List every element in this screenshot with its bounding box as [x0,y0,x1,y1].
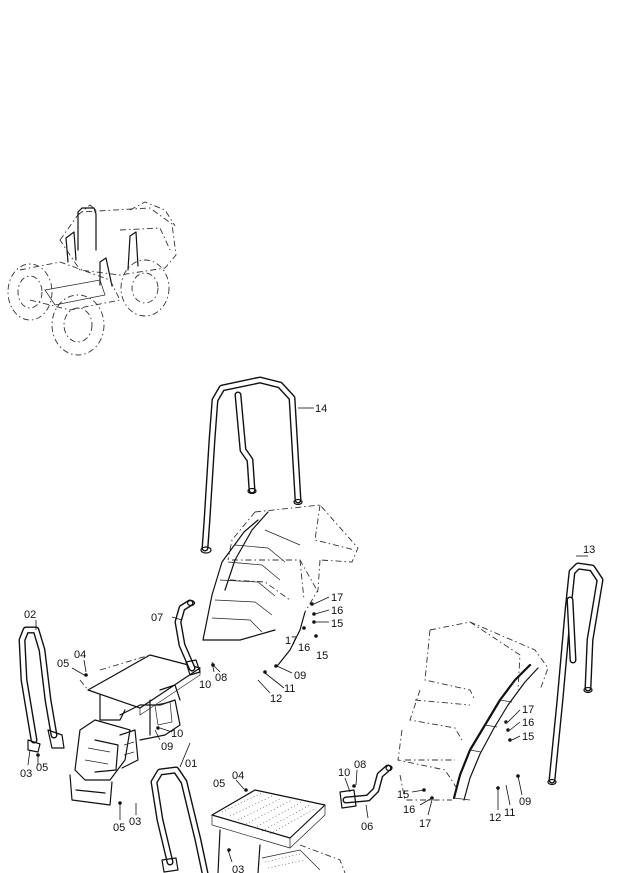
label-12a: 12 [270,693,282,705]
label-16d: 16 [403,804,415,816]
label-12b: 12 [489,812,501,824]
leader-lines [27,407,588,863]
label-17d: 17 [419,818,431,830]
label-10b: 10 [171,728,183,740]
handrail-02 [18,626,65,753]
label-06: 06 [361,821,373,833]
label-10c: 10 [338,767,350,779]
label-15a: 15 [331,618,343,630]
label-17b: 17 [285,635,297,647]
machine-overview-thumbnail [7,201,177,356]
label-03c: 03 [232,864,244,873]
label-15d: 15 [397,789,409,801]
label-05a: 05 [57,658,69,670]
bottom-step-plate [211,789,346,873]
handrail-13 [547,562,604,786]
label-09a: 09 [294,670,306,682]
label-05c: 05 [113,822,125,834]
label-04b: 04 [232,770,244,782]
label-17c: 17 [522,704,534,716]
label-05d: 05 [213,778,225,790]
part-labels: 14 13 02 07 17 16 15 17 16 15 09 11 12 1… [20,403,595,873]
label-16a: 16 [331,605,343,617]
label-03b: 03 [129,816,141,828]
label-04a: 04 [74,649,86,661]
left-platform-assembly [69,654,201,806]
label-09b: 09 [161,741,173,753]
label-17a: 17 [331,592,343,604]
label-09c: 09 [519,796,531,808]
rear-cab-step-assembly [202,504,359,666]
label-10a: 10 [199,679,211,691]
label-01: 01 [185,758,197,770]
label-15c: 15 [522,731,534,743]
label-13: 13 [583,544,595,556]
label-08a: 08 [215,672,227,684]
label-16c: 16 [522,717,534,729]
right-cab-step-assembly [397,621,549,801]
label-11a: 11 [284,683,295,695]
handrail-01 [150,766,209,873]
handrail-14 [200,376,303,554]
label-08b: 08 [354,759,366,771]
hand-grip-07 [174,599,201,676]
label-14: 14 [315,403,327,415]
hand-grip-06 [339,764,393,809]
label-07: 07 [151,612,163,624]
label-16b: 16 [298,642,310,654]
label-11b: 11 [504,807,515,819]
label-05b: 05 [36,762,48,774]
label-02: 02 [24,609,36,621]
label-03a: 03 [20,768,32,780]
label-15b: 15 [316,650,328,662]
